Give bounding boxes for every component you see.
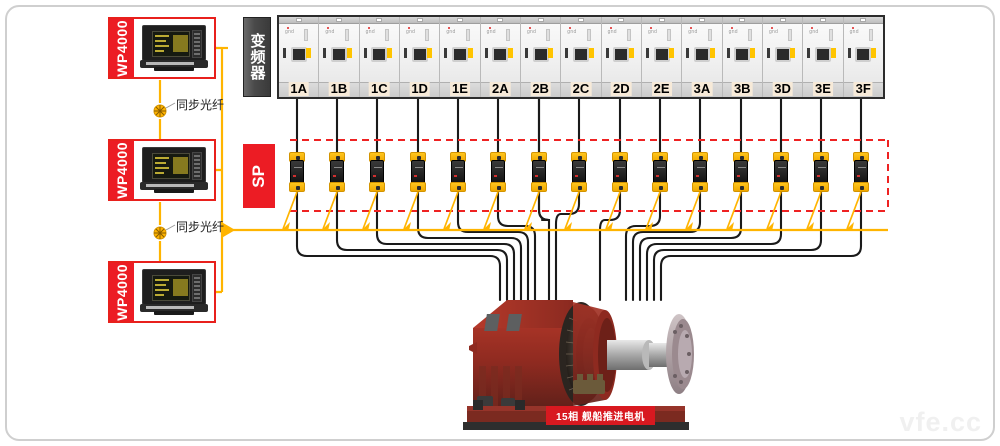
cabinet-label: 1D (409, 81, 430, 96)
current-clamp-sensor[interactable] (773, 152, 789, 192)
sensor-panel-title: SP (243, 144, 275, 208)
fiber-label-2: 同步光纤 (176, 220, 225, 234)
current-clamp-sensor[interactable] (369, 152, 385, 192)
recorder-device-icon-2 (134, 141, 214, 199)
cabinet-label: 2B (530, 81, 551, 96)
cabinet-label: 1B (328, 81, 350, 96)
watermark: vfe.cc (899, 407, 982, 437)
fiber-label-1: 同步光纤 (176, 98, 225, 112)
recorder-tag-3: WP4000 (110, 263, 134, 321)
cabinet-label: 3B (731, 81, 753, 96)
current-clamp-sensor[interactable] (531, 152, 547, 192)
current-clamp-sensor[interactable] (813, 152, 829, 192)
cabinet-label: 2E (651, 81, 672, 96)
recorder-tag-2: WP4000 (110, 141, 134, 199)
recorder-unit-3[interactable]: WP4000 (108, 261, 216, 323)
recorder-device-icon-3 (134, 263, 214, 321)
recorder-unit-2[interactable]: WP4000 (108, 139, 216, 201)
recorder-tag-1: WP4000 (110, 19, 134, 77)
cabinet-label: 1A (288, 81, 309, 96)
cabinet-label: 3F (853, 81, 873, 96)
fiber-node-icon-group (153, 104, 167, 240)
recorder-device-icon-1 (134, 19, 214, 77)
current-clamp-sensor[interactable] (652, 152, 668, 192)
cabinet-label: 1E (450, 81, 470, 96)
vfd-title-block: 变频器 (243, 17, 271, 97)
cabinet-label: 2A (489, 81, 511, 96)
cabinet-label: 1C (369, 81, 390, 96)
current-clamp-sensor[interactable] (490, 152, 506, 192)
current-clamp-sensor[interactable] (612, 152, 628, 192)
current-clamp-sensor[interactable] (450, 152, 466, 192)
current-clamp-sensor[interactable] (733, 152, 749, 192)
cabinet-label: 2D (610, 81, 632, 96)
current-clamp-sensor[interactable] (571, 152, 587, 192)
motor-nameplate: 15相 舰船推进电机 (546, 406, 655, 425)
recorder-unit-1[interactable]: WP4000 (108, 17, 216, 79)
current-clamp-sensor[interactable] (853, 152, 869, 192)
current-clamp-sensor[interactable] (289, 152, 305, 192)
cabinet-label: 3D (772, 81, 793, 96)
current-clamp-sensor[interactable] (329, 152, 345, 192)
cabinet-label: 2C (570, 81, 592, 96)
cabinet-label: 3A (691, 81, 713, 96)
current-clamp-sensor[interactable] (410, 152, 426, 192)
cabinet-label: 3E (812, 81, 833, 96)
current-clamp-sensor[interactable] (692, 152, 708, 192)
